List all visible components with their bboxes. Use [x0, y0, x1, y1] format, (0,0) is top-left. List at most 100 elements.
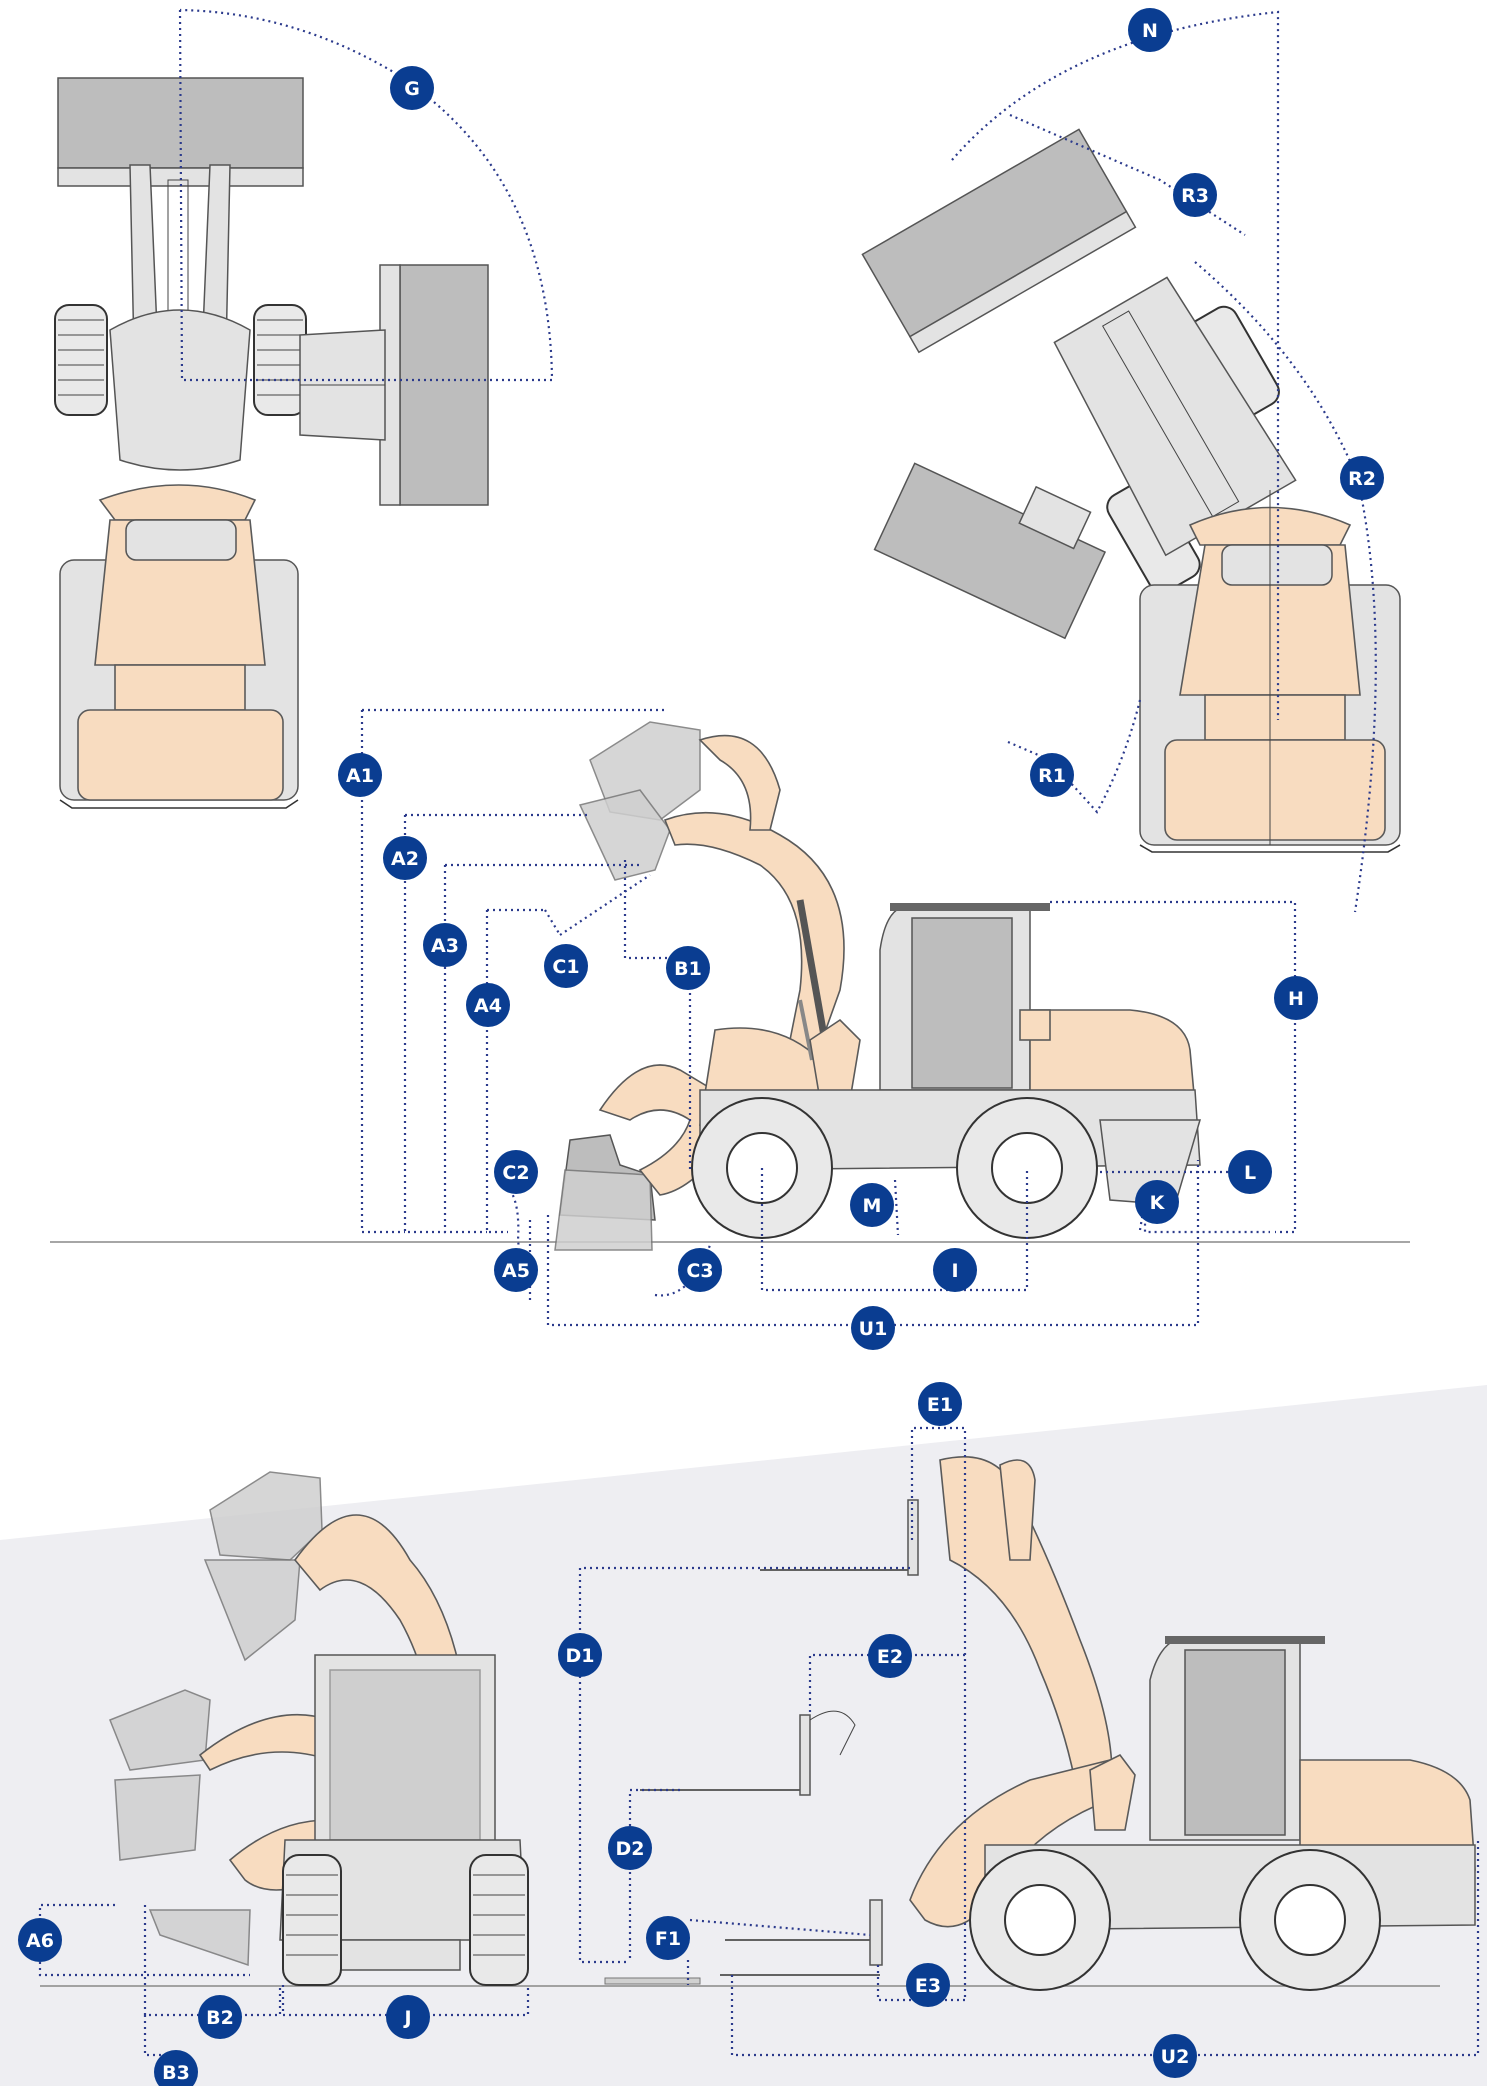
- badge-circle: [466, 983, 510, 1027]
- badge-circle: [1228, 1150, 1272, 1194]
- dimension-badge-r1: R1: [1030, 753, 1074, 797]
- badge-circle: [494, 1150, 538, 1194]
- dimension-badge-a4: A4: [466, 983, 510, 1027]
- badge-label: B3: [162, 2062, 190, 2084]
- badge-circle: [198, 1995, 242, 2039]
- badge-circle: [1274, 976, 1318, 1020]
- plan-view-straight: [54, 77, 489, 809]
- badge-circle: [154, 2050, 198, 2086]
- dimension-line-a4: [485, 908, 545, 1234]
- side-view-with-forks: [604, 1456, 1476, 1991]
- badge-circle: [383, 836, 427, 880]
- dimension-line-g: [178, 8, 554, 382]
- badge-circle: [1153, 2034, 1197, 2078]
- badge-label: L: [1244, 1162, 1256, 1184]
- dimension-line-u1: [546, 1160, 1200, 1327]
- dimension-badge-a5: A5: [494, 1248, 538, 1292]
- badge-circle: [666, 946, 710, 990]
- dimension-badge-u1: U1: [851, 1306, 895, 1350]
- dimension-line-c1: [544, 874, 651, 936]
- dimension-badge-a3: A3: [423, 923, 467, 967]
- dimension-line-h: [1050, 900, 1297, 1234]
- dimension-badge-u2: U2: [1153, 2034, 1197, 2078]
- badge-label: N: [1142, 20, 1158, 42]
- badge-label: B2: [206, 2007, 234, 2029]
- badge-circle: [906, 1963, 950, 2007]
- badge-label: B1: [674, 958, 702, 980]
- badge-label: G: [404, 78, 420, 100]
- badge-circle: [851, 1306, 895, 1350]
- dimension-badge-h: H: [1274, 976, 1318, 1020]
- badge-circle: [868, 1634, 912, 1678]
- dimension-line-a1: [360, 710, 405, 1234]
- badge-circle: [850, 1183, 894, 1227]
- dimension-badge-a6: A6: [18, 1918, 62, 1962]
- badge-circle: [678, 1248, 722, 1292]
- badge-circle: [494, 1248, 538, 1292]
- dimension-badge-c2: C2: [494, 1150, 538, 1194]
- dimension-line-a3: [443, 863, 640, 1234]
- dimension-line-a2: [403, 813, 590, 1234]
- dimension-badge-f1: F1: [646, 1916, 690, 1960]
- dimension-badge-b1: B1: [666, 946, 710, 990]
- dimension-badge-m: M: [850, 1183, 894, 1227]
- badge-label: E3: [915, 1975, 941, 1997]
- badge-label: R3: [1181, 185, 1209, 207]
- dimension-badge-b3: B3: [154, 2050, 198, 2086]
- badge-label: F1: [655, 1928, 681, 1950]
- dimension-badge-c3: C3: [678, 1248, 722, 1292]
- dimension-badge-r2: R2: [1340, 456, 1384, 500]
- badge-label: C2: [502, 1162, 529, 1184]
- plan-view-turning: [861, 128, 1401, 853]
- badge-label: H: [1288, 988, 1304, 1010]
- badge-circle: [1173, 173, 1217, 217]
- badge-label: A6: [26, 1930, 54, 1952]
- dimension-badge-e2: E2: [868, 1634, 912, 1678]
- dimension-line-m: [893, 1179, 900, 1236]
- badge-circle: [608, 1826, 652, 1870]
- dimension-badge-n: N: [1128, 8, 1172, 52]
- dimension-badge-j: J: [386, 1995, 430, 2039]
- badge-circle: [423, 923, 467, 967]
- badge-label: C3: [686, 1260, 713, 1282]
- dimension-line-b1: [623, 860, 692, 1170]
- dimension-line-r1: [1007, 699, 1142, 814]
- dimension-line-e1: [910, 1426, 967, 2000]
- badge-circle: [390, 66, 434, 110]
- badge-circle: [1128, 8, 1172, 52]
- badge-circle: [918, 1382, 962, 1426]
- badge-circle: [646, 1916, 690, 1960]
- dimension-line-b3: [143, 2015, 180, 2057]
- badge-circle: [386, 1995, 430, 2039]
- badge-circle: [544, 944, 588, 988]
- dimension-line-r2: [1194, 261, 1377, 913]
- dimension-badge-a1: A1: [338, 753, 382, 797]
- dimension-badge-b2: B2: [198, 1995, 242, 2039]
- badge-label: A1: [346, 765, 374, 787]
- dimension-line-c2: [509, 1189, 522, 1259]
- badge-label: A2: [391, 848, 419, 870]
- badge-label: E1: [927, 1394, 953, 1416]
- dimension-badge-g: G: [390, 66, 434, 110]
- front-view-loader: [109, 1471, 529, 1986]
- badge-circle: [933, 1248, 977, 1292]
- badge-label: U2: [1161, 2046, 1190, 2068]
- badge-label: U1: [859, 1318, 888, 1340]
- badge-circle: [1135, 1180, 1179, 1224]
- badge-label: D1: [566, 1645, 595, 1667]
- dimension-badge-e1: E1: [918, 1382, 962, 1426]
- side-view-loader: [554, 721, 1202, 1251]
- dimension-line-b2: [143, 1905, 282, 2017]
- badge-label: D2: [616, 1838, 645, 1860]
- badge-circle: [18, 1918, 62, 1962]
- badge-label: M: [863, 1195, 882, 1217]
- badge-label: A4: [474, 995, 502, 1017]
- dimension-line-e2: [808, 1653, 965, 1712]
- dimension-line-f1: [686, 1918, 871, 1985]
- badge-circle: [1030, 753, 1074, 797]
- dimension-line-c3: [654, 1244, 712, 1297]
- dimension-badge-d2: D2: [608, 1826, 652, 1870]
- badge-circle: [338, 753, 382, 797]
- badge-label: A3: [431, 935, 459, 957]
